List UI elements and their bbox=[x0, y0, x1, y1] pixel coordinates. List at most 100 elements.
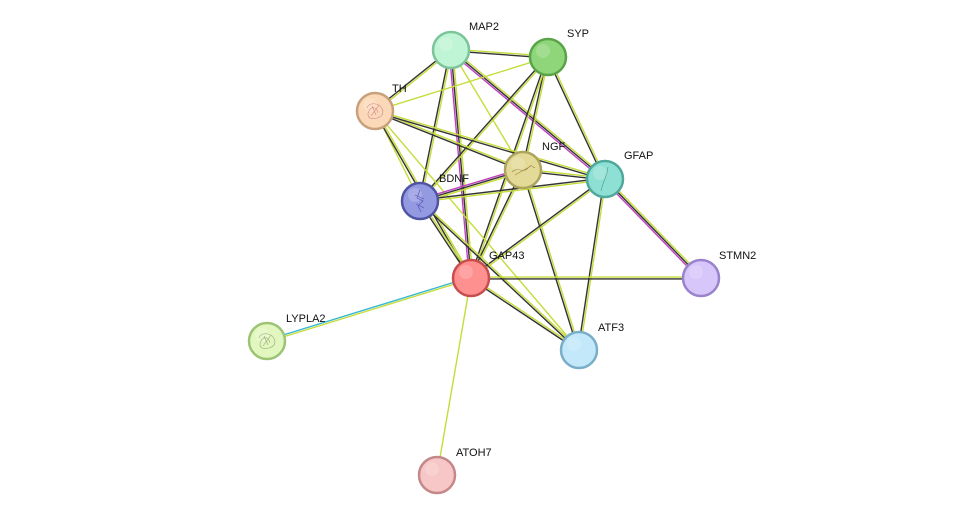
node-label: STMN2 bbox=[719, 250, 756, 262]
protein-structure-icon bbox=[366, 103, 384, 119]
edge-ngf-atf3[interactable] bbox=[521, 169, 581, 351]
edge-gfap-stmn2[interactable] bbox=[603, 177, 703, 280]
edge-line-textmining bbox=[266, 278, 472, 343]
edge-line-textmining bbox=[419, 56, 550, 203]
node-label: MAP2 bbox=[469, 21, 499, 33]
protein-structure-icon bbox=[511, 165, 536, 176]
edge-line-textmining bbox=[436, 277, 472, 476]
edge-line-textmining bbox=[470, 276, 581, 350]
node-label: NGF bbox=[542, 141, 566, 153]
node-circle bbox=[431, 30, 471, 70]
edges-layer bbox=[266, 47, 703, 476]
node-label: SYP bbox=[567, 28, 589, 40]
edge-line-textmining bbox=[420, 49, 453, 202]
node-label: GAP43 bbox=[489, 250, 524, 262]
edge-th-gfap[interactable] bbox=[374, 109, 606, 181]
edge-line-textmining bbox=[548, 55, 607, 180]
node-highlight bbox=[536, 44, 550, 58]
node-highlight bbox=[593, 166, 607, 180]
node-label: TH bbox=[392, 83, 407, 95]
node-bdnf[interactable]: BDNF bbox=[400, 173, 469, 221]
node-highlight bbox=[511, 157, 525, 171]
node-gfap[interactable]: GFAP bbox=[585, 150, 653, 199]
edge-line-coexpression bbox=[521, 169, 579, 351]
node-highlight bbox=[689, 265, 703, 279]
node-highlight bbox=[459, 265, 473, 279]
node-lypla2[interactable]: LYPLA2 bbox=[247, 313, 326, 361]
node-label: GFAP bbox=[624, 150, 653, 162]
edge-line-coexpression bbox=[419, 177, 606, 201]
edge-th-atf3[interactable] bbox=[374, 110, 580, 351]
node-atoh7[interactable]: ATOH7 bbox=[417, 447, 492, 495]
node-label: BDNF bbox=[439, 173, 469, 185]
edge-line-coexpression bbox=[373, 111, 524, 172]
edge-line-textmining bbox=[419, 199, 581, 351]
node-atf3[interactable]: ATF3 bbox=[559, 322, 624, 370]
node-highlight bbox=[363, 98, 377, 112]
edge-line-coexpression bbox=[450, 49, 606, 180]
edge-gfap-atf3[interactable] bbox=[577, 178, 607, 351]
node-highlight bbox=[439, 37, 453, 51]
edge-line-textmining bbox=[419, 179, 606, 203]
protein-structure-icon bbox=[258, 333, 276, 349]
edge-line-textmining bbox=[470, 179, 607, 280]
edge-line-textmining bbox=[452, 49, 474, 279]
node-circle bbox=[559, 330, 599, 370]
protein-structure-icon bbox=[414, 189, 425, 213]
edge-map2-gap43[interactable] bbox=[448, 49, 474, 279]
edge-line-textmining bbox=[523, 169, 581, 351]
edge-line-textmining bbox=[374, 109, 606, 179]
edge-syp-bdnf[interactable] bbox=[418, 55, 550, 203]
node-circle bbox=[451, 258, 491, 298]
edge-gap43-atf3[interactable] bbox=[469, 276, 581, 352]
edge-line-coexpression bbox=[546, 56, 605, 181]
edge-bdnf-atf3[interactable] bbox=[418, 199, 581, 352]
node-stmn2[interactable]: STMN2 bbox=[681, 250, 756, 298]
node-label: LYPLA2 bbox=[286, 313, 326, 325]
edge-gap43-lypla2[interactable] bbox=[266, 276, 472, 343]
node-circle bbox=[417, 455, 457, 495]
edge-line-coexpression bbox=[469, 168, 523, 279]
edge-line-coexpression bbox=[469, 278, 580, 352]
edge-line-coexpression bbox=[577, 178, 605, 351]
edge-gap43-stmn2[interactable] bbox=[470, 276, 702, 280]
node-ngf[interactable]: NGF bbox=[503, 141, 566, 190]
edge-map2-bdnf[interactable] bbox=[418, 49, 453, 202]
node-highlight bbox=[425, 462, 439, 476]
node-gap43[interactable]: GAP43 bbox=[451, 250, 524, 298]
edge-line-textmining bbox=[579, 178, 607, 351]
edge-syp-th[interactable] bbox=[374, 56, 549, 112]
node-syp[interactable]: SYP bbox=[528, 28, 589, 77]
node-th[interactable]: TH bbox=[355, 83, 407, 131]
edge-line-coexpression bbox=[418, 200, 580, 352]
edge-gfap-gap43[interactable] bbox=[469, 177, 607, 280]
edge-line-coexpression bbox=[418, 55, 549, 202]
edge-line-textmining bbox=[374, 56, 549, 112]
edge-syp-gfap[interactable] bbox=[546, 55, 607, 181]
edge-gfap-bdnf[interactable] bbox=[419, 177, 606, 203]
edge-line-textmining bbox=[523, 56, 550, 171]
node-map2[interactable]: MAP2 bbox=[431, 21, 499, 70]
node-label: ATF3 bbox=[598, 322, 624, 334]
edge-line-coexpression bbox=[450, 49, 472, 279]
edge-line-coexpression bbox=[418, 49, 451, 202]
protein-structure-icon bbox=[600, 166, 609, 192]
edge-line-experiments bbox=[603, 179, 701, 280]
edge-line-textmining bbox=[374, 110, 580, 351]
node-circle bbox=[400, 181, 440, 221]
edge-line-databases bbox=[266, 276, 472, 341]
edge-line-coexpression bbox=[469, 177, 606, 278]
edge-line-textmining bbox=[605, 177, 703, 278]
edge-gap43-atoh7[interactable] bbox=[436, 277, 472, 476]
edge-line-coexpression bbox=[374, 111, 606, 181]
edge-line-coexpression bbox=[604, 178, 702, 279]
node-circle bbox=[681, 258, 721, 298]
node-highlight bbox=[255, 328, 269, 342]
edge-line-experiments bbox=[448, 49, 470, 279]
node-circle bbox=[528, 37, 568, 77]
node-label: ATOH7 bbox=[456, 447, 492, 459]
edge-th-ngf[interactable] bbox=[373, 109, 525, 172]
node-highlight bbox=[567, 337, 581, 351]
